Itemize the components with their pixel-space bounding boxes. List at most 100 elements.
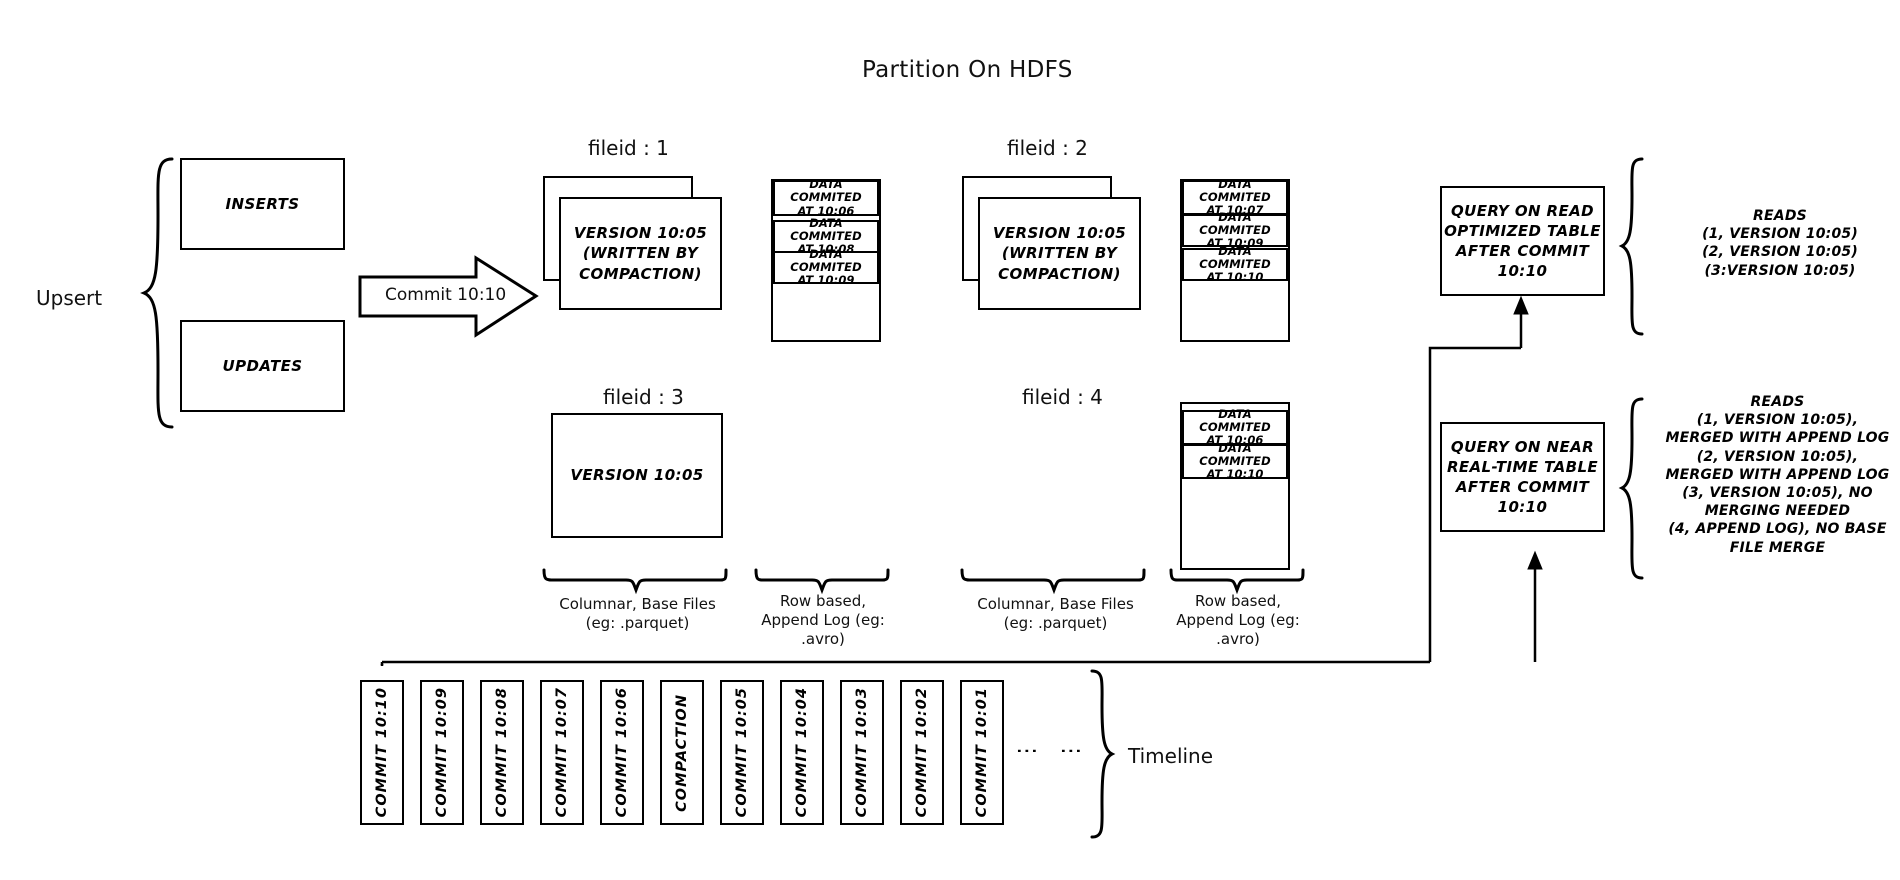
inserts-label: INSERTS — [225, 194, 300, 213]
log-entry: DATA COMMITED AT 10:10 — [1182, 440, 1288, 481]
timeline-item-1[interactable]: COMMIT 10:09 — [420, 680, 464, 825]
fileid-4-log-container: DATA COMMITED AT 10:06 DATA COMMITED AT … — [1180, 402, 1290, 570]
query-line: QUERY ON NEAR — [1450, 437, 1595, 456]
updates-box: UPDATES — [180, 320, 345, 412]
log-entry-line: DATA COMMITED — [1199, 209, 1271, 237]
columnar-right-caption: Columnar, Base Files (eg: .parquet) — [963, 595, 1148, 633]
timeline-item-2[interactable]: COMMIT 10:08 — [480, 680, 524, 825]
reads-line: (1, VERSION 10:05), — [1696, 412, 1859, 429]
timeline-item-label: COMMIT 10:06 — [614, 687, 630, 818]
timeline-item-9[interactable]: COMMIT 10:02 — [900, 680, 944, 825]
fileid-1-log-container: DATA COMMITED AT 10:06 DATA COMMITED AT … — [771, 177, 881, 342]
timeline-item-3[interactable]: COMMIT 10:07 — [540, 680, 584, 825]
timeline-item-label: COMPACTION — [674, 693, 690, 812]
fileid-1-header: fileid : 1 — [588, 136, 669, 160]
inserts-box: INSERTS — [180, 158, 345, 250]
caption-line: (eg: .parquet) — [585, 613, 690, 632]
base-file-line: VERSION 10:05 — [570, 466, 704, 485]
caption-line: (eg: .parquet) — [1003, 613, 1108, 632]
timeline-item-4[interactable]: COMMIT 10:06 — [600, 680, 644, 825]
timeline-ellipsis-2: ⋮ — [1058, 740, 1083, 764]
reads-line: MERGED WITH APPEND LOG — [1665, 430, 1890, 447]
caption-line: .avro) — [801, 629, 845, 648]
log-entry: DATA COMMITED AT 10:07 — [1182, 177, 1288, 218]
columnar-right-brace-icon — [960, 568, 1146, 595]
timeline-item-label: COMMIT 10:08 — [494, 687, 510, 818]
timeline-item-label: COMMIT 10:04 — [794, 687, 810, 818]
fileid-4-header: fileid : 4 — [1022, 385, 1103, 409]
log-entry-line: AT 10:08 — [797, 242, 855, 257]
rowlog-left-caption: Row based, Append Log (eg: .avro) — [748, 592, 898, 648]
reads-top-brace-icon — [1618, 157, 1644, 336]
log-entry-line: DATA COMMITED — [790, 246, 862, 274]
log-entry-line: AT 10:07 — [1206, 203, 1264, 218]
log-entry: DATA COMMITED AT 10:09 — [1182, 209, 1288, 251]
timeline-item-8[interactable]: COMMIT 10:03 — [840, 680, 884, 825]
query-line: 10:10 — [1497, 498, 1548, 517]
query-near-real-time-text: QUERY ON NEAR REAL-TIME TABLE AFTER COMM… — [1447, 437, 1598, 518]
timeline-item-7[interactable]: COMMIT 10:04 — [780, 680, 824, 825]
log-entry: DATA COMMITED AT 10:06 — [773, 177, 879, 218]
rowlog-left-brace-icon — [754, 568, 890, 595]
fileid-1-base-file: VERSION 10:05 (WRITTEN BY COMPACTION) — [559, 197, 722, 310]
timeline-label: Timeline — [1128, 744, 1214, 768]
log-entry-line: AT 10:09 — [1206, 236, 1264, 251]
columnar-left-brace-icon — [542, 568, 728, 595]
query-near-real-time-box: QUERY ON NEAR REAL-TIME TABLE AFTER COMM… — [1440, 422, 1605, 532]
reads-near-real-time: READS (1, VERSION 10:05), MERGED WITH AP… — [1650, 393, 1900, 557]
reads-line: (3:VERSION 10:05) — [1704, 262, 1856, 279]
log-entry-line: AT 10:06 — [797, 203, 855, 218]
reads-line: (2, VERSION 10:05) — [1702, 244, 1858, 261]
fileid-3-base-file-text: VERSION 10:05 — [570, 465, 703, 485]
query-line: REAL-TIME TABLE — [1446, 457, 1599, 476]
reads-line: (3, VERSION 10:05), NO — [1682, 484, 1873, 501]
fileid-2-log-container: DATA COMMITED AT 10:07 DATA COMMITED AT … — [1180, 177, 1290, 342]
reads-line: MERGING NEEDED — [1704, 503, 1851, 520]
log-entry: DATA COMMITED AT 10:09 — [773, 246, 879, 287]
query-line: QUERY ON READ — [1450, 201, 1595, 220]
base-file-line: VERSION 10:05 — [992, 224, 1127, 243]
reads-line: (4, APPEND LOG), NO BASE — [1668, 521, 1887, 538]
timeline-brace-icon — [1090, 669, 1116, 839]
query-line: 10:10 — [1497, 262, 1548, 281]
base-file-line: COMPACTION) — [579, 264, 702, 283]
timeline-item-label: COMMIT 10:02 — [914, 687, 930, 818]
log-entry: DATA COMMITED AT 10:10 — [1182, 244, 1288, 284]
reads-line: READS — [1750, 394, 1805, 410]
rowlog-right-caption: Row based, Append Log (eg: .avro) — [1163, 592, 1313, 648]
reads-line: FILE MERGE — [1729, 539, 1826, 556]
timeline-item-label: COMMIT 10:10 — [374, 687, 390, 818]
upsert-label: Upsert — [36, 286, 103, 310]
fileid-3-header: fileid : 3 — [603, 385, 684, 409]
caption-line: Columnar, Base Files — [977, 595, 1134, 613]
base-file-line: COMPACTION) — [998, 264, 1121, 283]
base-file-line: VERSION 10:05 — [573, 224, 708, 243]
timeline-ellipsis-1: ⋮ — [1014, 740, 1039, 764]
timeline-item-label: COMMIT 10:05 — [734, 687, 750, 818]
timeline-item-5[interactable]: COMPACTION — [660, 680, 704, 825]
reads-line: MERGED WITH APPEND LOG — [1665, 466, 1890, 483]
timeline-item-label: COMMIT 10:07 — [554, 687, 570, 818]
fileid-3-base-file: VERSION 10:05 — [551, 413, 723, 538]
log-entry-line: DATA COMMITED — [790, 177, 862, 205]
caption-line: Append Log (eg: — [761, 610, 885, 629]
timeline-item-10[interactable]: COMMIT 10:01 — [960, 680, 1004, 825]
base-file-line: (WRITTEN BY — [1001, 244, 1118, 263]
log-entry-line: DATA COMMITED — [1199, 440, 1271, 468]
query-read-optimized-text: QUERY ON READ OPTIMIZED TABLE AFTER COMM… — [1444, 201, 1601, 282]
fileid-1-base-file-text: VERSION 10:05 (WRITTEN BY COMPACTION) — [574, 223, 707, 284]
rowlog-right-brace-icon — [1169, 568, 1305, 595]
query-read-optimized-box: QUERY ON READ OPTIMIZED TABLE AFTER COMM… — [1440, 186, 1605, 296]
fileid-2-header: fileid : 2 — [1007, 136, 1088, 160]
caption-line: Columnar, Base Files — [559, 595, 716, 613]
log-entry: DATA COMMITED AT 10:06 — [1182, 406, 1288, 447]
timeline-item-6[interactable]: COMMIT 10:05 — [720, 680, 764, 825]
log-entry-line: DATA COMMITED — [790, 215, 862, 243]
reads-bottom-brace-icon — [1618, 397, 1644, 580]
query-line: AFTER COMMIT — [1455, 478, 1590, 496]
timeline-item-label: COMMIT 10:09 — [434, 687, 450, 818]
log-entry-line: DATA COMMITED — [1199, 406, 1271, 434]
timeline-item-0[interactable]: COMMIT 10:10 — [360, 680, 404, 825]
